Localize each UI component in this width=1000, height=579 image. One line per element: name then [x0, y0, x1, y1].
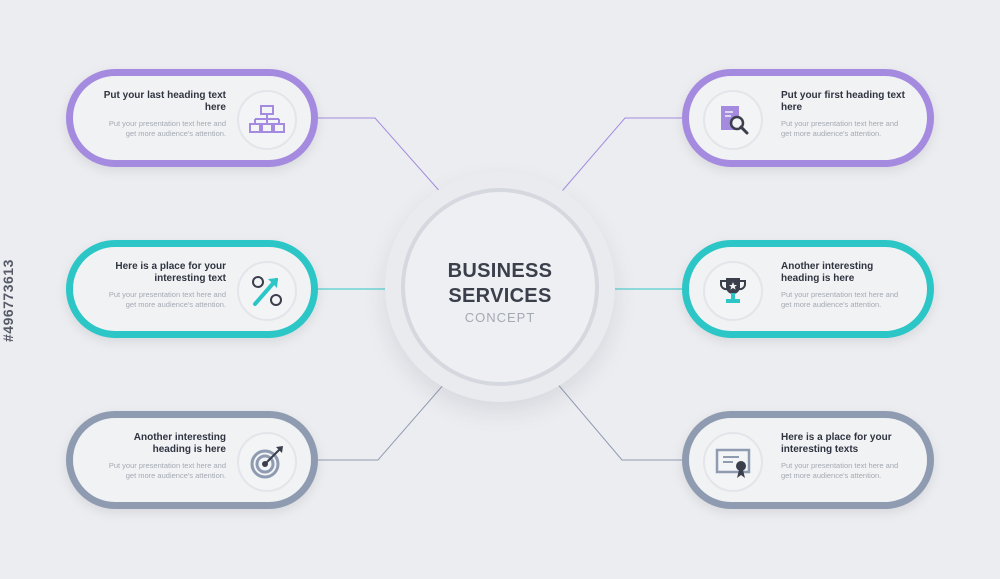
- card-heading: Another interesting heading is here: [133, 432, 226, 455]
- card-heading: Here is a place for your interesting tex…: [115, 261, 226, 284]
- trophy-icon: [703, 261, 763, 321]
- center-title-line2: SERVICES: [448, 285, 552, 307]
- connector-top-left: [318, 117, 459, 213]
- card-bottom-left: Another interesting heading is here Put …: [66, 411, 318, 509]
- card-heading: Another interesting heading is here: [781, 261, 874, 284]
- target-icon: [237, 432, 297, 492]
- card-bottom-right: Here is a place for your interesting tex…: [682, 411, 934, 509]
- certificate-icon: [703, 432, 763, 492]
- center-circle: [401, 188, 599, 386]
- card-heading: Here is a place for your interesting tex…: [781, 432, 892, 455]
- card-top-right: Put your first heading text here Put you…: [682, 69, 934, 167]
- card-text: Put your presentation text here and get …: [108, 461, 226, 480]
- card-heading: Put your first heading text here: [781, 90, 905, 113]
- document-search-icon: [703, 90, 763, 150]
- card-text: Put your presentation text here and get …: [108, 290, 226, 309]
- center-subtitle: CONCEPT: [464, 310, 536, 325]
- connector-bottom-right: [543, 367, 682, 461]
- card-text: Put your presentation text here and get …: [781, 119, 899, 138]
- growth-arrow-icon: [237, 261, 297, 321]
- card-mid-right: Another interesting heading is here Put …: [682, 240, 934, 338]
- card-top-left: Put your last heading text here Put your…: [66, 69, 318, 167]
- card-text: Put your presentation text here and get …: [781, 461, 899, 480]
- stock-id-label: #496773613: [0, 259, 16, 342]
- card-text: Put your presentation text here and get …: [108, 119, 226, 138]
- center-title-line1: BUSINESS: [447, 260, 553, 282]
- card-mid-left: Here is a place for your interesting tex…: [66, 240, 318, 338]
- connector-top-right: [543, 117, 682, 213]
- connector-bottom-left: [318, 367, 459, 461]
- card-text: Put your presentation text here and get …: [781, 290, 899, 309]
- center-label: BUSINESS SERVICES CONCEPT: [400, 259, 600, 326]
- flowchart-icon: [237, 90, 297, 150]
- card-heading: Put your last heading text here: [103, 90, 226, 113]
